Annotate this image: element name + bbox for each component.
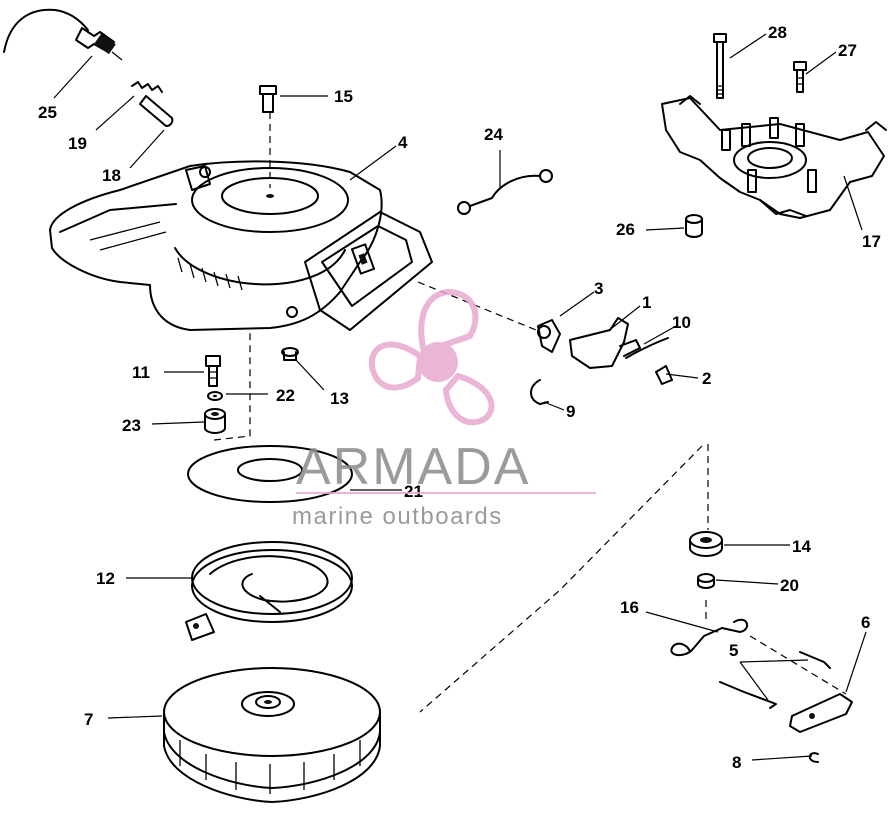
part-pulley [163, 667, 381, 803]
part-clip-10 [625, 337, 669, 359]
label-2: 2 [702, 369, 711, 388]
part-pawl-springs [719, 651, 831, 709]
label-6: 6 [861, 613, 870, 632]
watermark-subtitle: marine outboards [292, 503, 503, 530]
leader-lines [53, 33, 867, 761]
part-cam-3 [537, 319, 561, 353]
part-washer-22 [207, 391, 223, 401]
watermark-title: ARMADA [296, 438, 530, 496]
part-bolt-28 [713, 33, 727, 99]
part-eclip [808, 752, 819, 763]
part-bushing-26 [685, 214, 703, 238]
propeller-logo-icon [368, 288, 495, 426]
part-screw-27 [793, 61, 807, 93]
part-bolt-11 [205, 355, 221, 387]
part-rewind-spring [185, 541, 353, 641]
watermark: ARMADA marine outboards [292, 288, 596, 530]
label-28: 28 [768, 23, 787, 42]
label-18: 18 [102, 166, 121, 185]
label-14: 14 [792, 537, 811, 556]
label-26: 26 [616, 220, 635, 239]
label-21: 21 [404, 482, 423, 501]
label-17: 17 [862, 232, 881, 251]
part-pin-9 [530, 379, 549, 405]
label-8: 8 [732, 753, 741, 772]
part-nut-20 [697, 573, 715, 589]
label-15: 15 [334, 87, 353, 106]
assembly-lines [213, 112, 847, 713]
label-16: 16 [620, 598, 639, 617]
part-screw-13 [281, 347, 299, 361]
label-9: 9 [566, 402, 575, 421]
label-13: 13 [330, 389, 349, 408]
label-22: 22 [276, 386, 295, 405]
label-4: 4 [398, 133, 408, 152]
part-ground-wire [457, 169, 553, 215]
part-spring-16 [670, 618, 749, 656]
label-3: 3 [594, 279, 603, 298]
part-starter-housing [49, 160, 433, 331]
part-bracket [661, 95, 887, 219]
label-19: 19 [68, 134, 87, 153]
label-7: 7 [84, 710, 93, 729]
label-24: 24 [484, 125, 503, 144]
part-lever-1 [569, 317, 641, 369]
part-plate-21 [187, 445, 353, 503]
part-plate-2 [655, 365, 673, 385]
part-spacer-23 [204, 408, 226, 434]
part-screw-15 [259, 85, 277, 113]
label-23: 23 [122, 416, 141, 435]
label-12: 12 [96, 569, 115, 588]
watermark-rule [296, 492, 596, 494]
label-11: 11 [132, 363, 150, 382]
label-10: 10 [672, 313, 691, 332]
label-1: 1 [642, 293, 651, 312]
part-pawl [789, 693, 853, 733]
part-cap-14 [689, 531, 723, 557]
label-20: 20 [780, 576, 799, 595]
part-plunger-18 [139, 95, 174, 127]
part-cable-connector [3, 8, 123, 61]
part-spring-19 [131, 81, 163, 93]
label-25: 25 [38, 103, 57, 122]
part-labels: 25 19 18 15 4 24 28 27 17 26 3 1 10 2 9 … [38, 23, 881, 772]
label-5: 5 [729, 641, 738, 660]
label-27: 27 [838, 41, 857, 60]
